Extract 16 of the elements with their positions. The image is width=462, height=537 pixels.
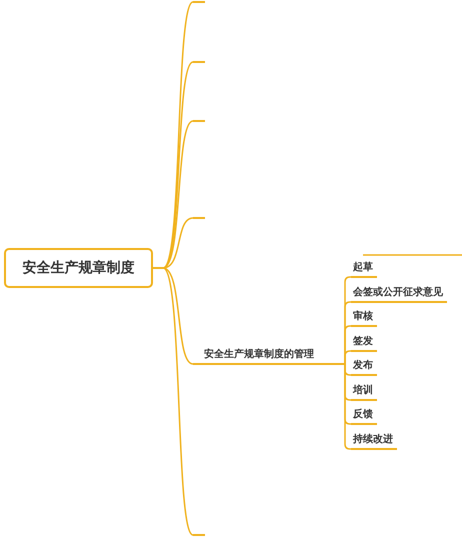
- subtopic: 培训: [351, 384, 377, 401]
- branch-underline: [193, 61, 205, 63]
- subtopic: 反馈: [351, 408, 377, 425]
- branch-topic: 安全生产规章制度的管理: [193, 348, 340, 365]
- central-topic-box: 安全生产规章制度: [4, 248, 153, 288]
- branch-underline: [193, 120, 205, 122]
- subtopic: 起草: [351, 261, 377, 278]
- subtopic: 会签或公开征求意见: [351, 286, 447, 303]
- branch-underline: [193, 534, 205, 536]
- branch-underline: [193, 217, 205, 219]
- branch-connector: [153, 267, 194, 536]
- subtopic: 持续改进: [351, 433, 397, 450]
- subtopic: 签发: [351, 335, 377, 352]
- subtopic: 审核: [351, 310, 377, 327]
- subtopic: 发布: [351, 359, 377, 376]
- branch-underline: [193, 1, 205, 3]
